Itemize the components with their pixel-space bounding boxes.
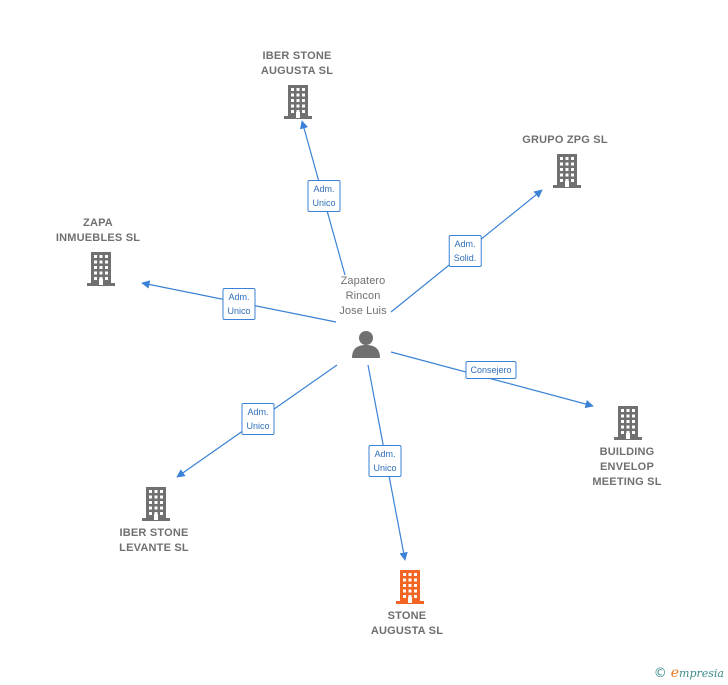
company-node-iber-stone-augusta[interactable] <box>282 84 314 125</box>
building-icon <box>614 406 642 440</box>
brand-name: mpresia <box>679 667 724 680</box>
copyright-symbol: © <box>653 666 667 681</box>
edge-label-stone-augusta: Adm. Unico <box>368 445 402 477</box>
building-icon <box>396 570 424 604</box>
company-node-grupo-zpg[interactable] <box>551 153 583 194</box>
building-icon <box>553 154 581 188</box>
edge-label-zapa-inmuebles: Adm. Unico <box>222 288 256 320</box>
company-node-stone-augusta[interactable] <box>394 569 426 610</box>
building-icon <box>87 252 115 286</box>
person-name[interactable]: Zapatero Rincon Jose Luis <box>339 275 387 317</box>
footer-brand: ©empresia <box>654 665 724 681</box>
edge-label-iber-stone-augusta: Adm. Unico <box>307 180 341 212</box>
brand-initial: e <box>670 665 680 681</box>
company-node-iber-stone-levante[interactable] <box>140 486 172 527</box>
company-name-iber-stone-augusta[interactable]: IBER STONE AUGUSTA SL <box>260 50 334 77</box>
edge-building-envelop <box>390 351 594 409</box>
company-name-building-envelop[interactable]: BUILDING ENVELOP MEETING SL <box>592 446 662 488</box>
center-person-node[interactable] <box>351 330 381 363</box>
company-node-zapa-inmuebles[interactable] <box>85 251 117 292</box>
company-name-grupo-zpg[interactable]: GRUPO ZPG SL <box>522 134 608 146</box>
company-name-iber-stone-levante[interactable]: IBER STONE LEVANTE SL <box>119 527 189 554</box>
company-name-stone-augusta[interactable]: STONE AUGUSTA SL <box>370 610 444 637</box>
person-icon <box>352 331 380 358</box>
edge-label-iber-stone-levante: Adm. Unico <box>241 403 275 435</box>
building-icon <box>142 487 170 521</box>
company-name-zapa-inmuebles[interactable]: ZAPA INMUEBLES SL <box>55 217 141 244</box>
building-icon <box>284 85 312 119</box>
edge-label-grupo-zpg: Adm. Solid. <box>448 235 482 267</box>
edge-label-building-envelop: Consejero <box>465 361 517 379</box>
company-node-building-envelop[interactable] <box>612 405 644 446</box>
